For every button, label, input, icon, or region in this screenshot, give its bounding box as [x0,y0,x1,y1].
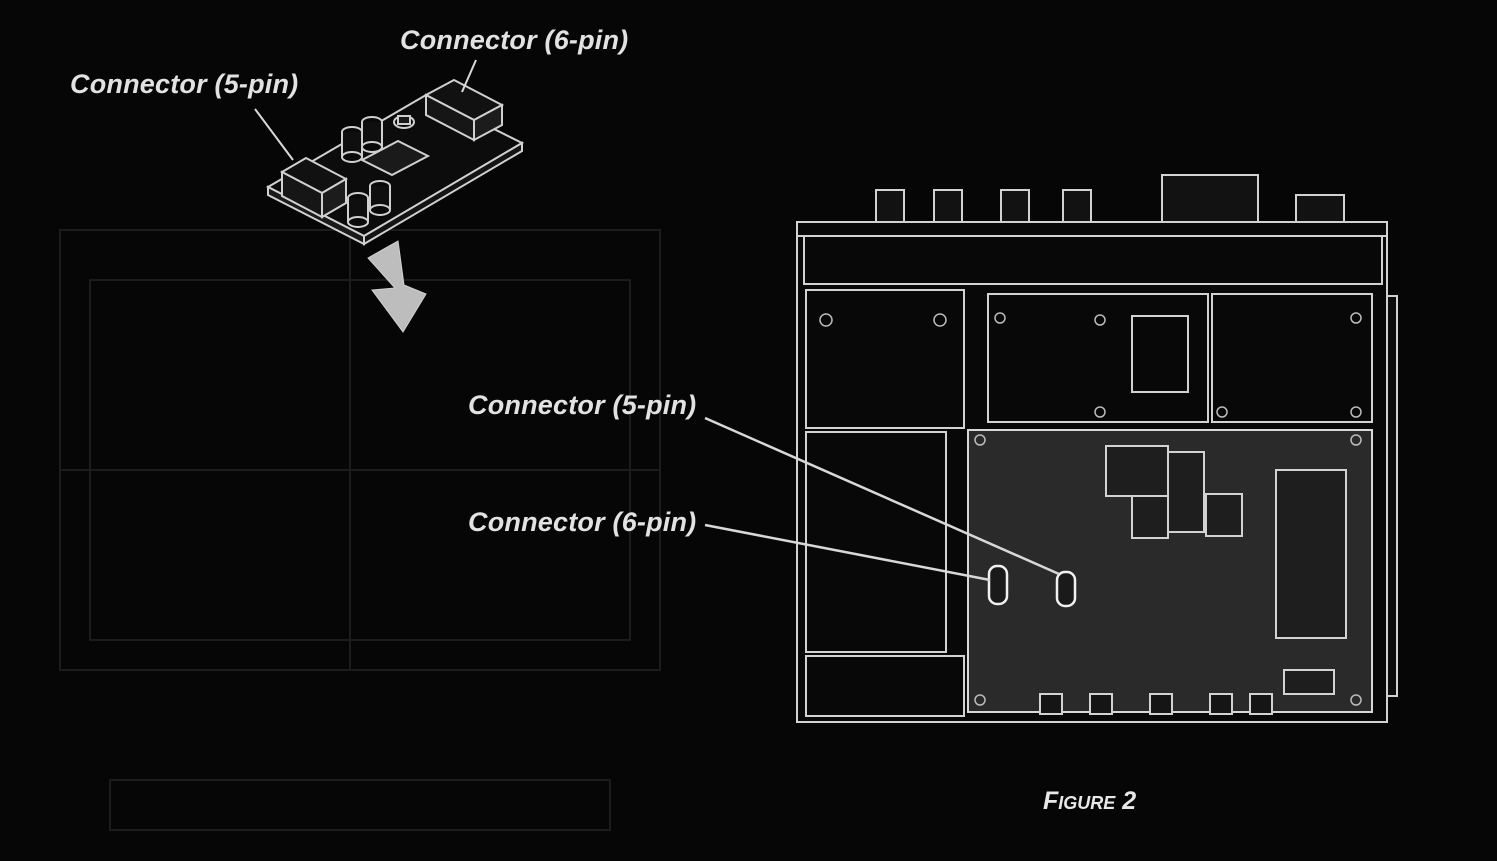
main-connector-5pin-label: Connector (5-pin) [468,390,697,420]
figure-caption: Figure 2 [1043,787,1137,815]
pcb-connector-5pin-label: Connector (5-pin) [70,69,299,99]
pcb-leader-lines [254,59,477,161]
pcb-connector-5pin [279,156,349,219]
pcb-connector-6pin [423,78,505,142]
rear-connectors [1039,693,1273,715]
down-arrow-icon [367,240,427,333]
radio-chassis-illustration [796,174,1398,723]
main-connector-6pin-label: Connector (6-pin) [468,507,697,537]
screw-marks [819,312,1362,706]
pcb-capacitors [341,115,415,228]
main-connector-5pin-marker [1055,570,1077,608]
main-leader-lines [704,416,1060,582]
front-knobs [875,174,1345,226]
pcb-connector-6pin-label: Connector (6-pin) [400,25,629,55]
pcb-unit-illustration [265,78,525,246]
main-connector-6pin-marker [987,564,1009,606]
